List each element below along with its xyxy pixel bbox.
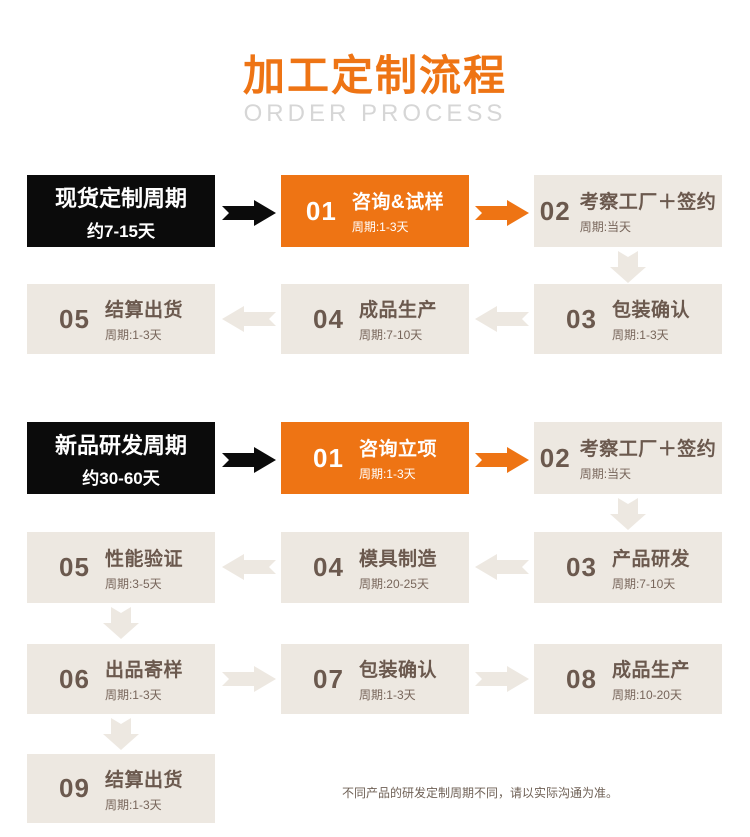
stock-step-01-box: 01 咨询&试样 周期:1-3天 [281, 175, 469, 247]
step-period: 周期:1-3天 [358, 467, 416, 481]
arrow-down-icon [610, 251, 646, 283]
step-number: 01 [313, 442, 344, 473]
page-subtitle: ORDER PROCESS [243, 100, 507, 127]
step-period: 周期:3-5天 [104, 576, 162, 591]
step-number: 07 [313, 663, 344, 694]
step-number: 04 [313, 303, 344, 334]
stock-step-02-box: 02 考察工厂＋签约 周期:当天 [534, 175, 722, 247]
rnd-step-05-box: 05 性能验证 周期:3-5天 [27, 532, 215, 603]
rnd-cycle-duration: 约30-60天 [82, 468, 160, 488]
arrow-down-icon [103, 718, 139, 750]
step-period: 周期:20-25天 [358, 576, 429, 591]
step-period: 周期:当天 [579, 467, 632, 481]
stock-cycle-title: 现货定制周期 [54, 185, 187, 211]
rnd-cycle-title: 新品研发周期 [54, 432, 187, 458]
stock-cycle-header-box: 现货定制周期 约7-15天 [27, 175, 215, 247]
step-number: 08 [566, 663, 597, 694]
step-title: 考察工厂＋签约 [579, 439, 717, 460]
rnd-step-07-box: 07 包装确认 周期:1-3天 [281, 644, 469, 714]
step-title: 成品生产 [611, 660, 690, 681]
stock-step-05-box: 05 结算出货 周期:1-3天 [27, 284, 215, 354]
step-number: 03 [566, 303, 597, 334]
step-title: 考察工厂＋签约 [579, 192, 717, 213]
page-title: 加工定制流程 [242, 52, 507, 99]
step-title: 咨询立项 [358, 439, 437, 460]
step-period: 周期:1-3天 [104, 328, 162, 342]
stock-step-03-box: 03 包装确认 周期:1-3天 [534, 284, 722, 354]
rnd-step-02-box: 02 考察工厂＋签约 周期:当天 [534, 422, 722, 494]
step-title: 咨询&试样 [351, 192, 445, 213]
arrow-right-icon [222, 666, 276, 692]
step-title: 结算出货 [104, 769, 183, 791]
step-period: 周期:10-20天 [611, 688, 682, 702]
step-period: 周期:1-3天 [104, 797, 162, 812]
arrow-right-icon [475, 200, 529, 226]
arrow-right-icon [475, 666, 529, 692]
step-period: 周期:1-3天 [611, 328, 669, 342]
step-number: 05 [59, 303, 90, 334]
rnd-step-04-box: 04 模具制造 周期:20-25天 [281, 532, 469, 603]
step-title: 包装确认 [611, 300, 690, 321]
step-title: 结算出货 [104, 300, 183, 321]
arrow-right-icon [475, 447, 529, 473]
step-period: 周期:1-3天 [351, 220, 409, 234]
arrow-left-icon [475, 554, 529, 580]
stock-step-04-box: 04 成品生产 周期:7-10天 [281, 284, 469, 354]
step-number: 04 [313, 552, 344, 582]
arrow-right-icon [222, 447, 276, 473]
step-title: 性能验证 [104, 548, 183, 570]
rnd-step-08-box: 08 成品生产 周期:10-20天 [534, 644, 722, 714]
rnd-step-09-box: 09 结算出货 周期:1-3天 [27, 754, 215, 823]
arrow-right-icon [222, 200, 276, 226]
step-title: 模具制造 [358, 548, 437, 570]
arrow-left-icon [222, 306, 276, 332]
arrow-down-icon [103, 607, 139, 639]
step-number: 06 [59, 663, 90, 694]
step-number: 02 [539, 195, 571, 226]
step-number: 01 [305, 195, 337, 226]
step-title: 产品研发 [611, 548, 690, 570]
step-title: 成品生产 [358, 300, 437, 321]
rnd-step-03-box: 03 产品研发 周期:7-10天 [534, 532, 722, 603]
stock-cycle-duration: 约7-15天 [86, 221, 156, 241]
footnote: 不同产品的研发定制周期不同，请以实际沟通为准。 [341, 786, 618, 800]
step-number: 05 [59, 552, 90, 582]
rnd-cycle-header-box: 新品研发周期 约30-60天 [27, 422, 215, 494]
arrow-left-icon [222, 554, 276, 580]
step-period: 周期:1-3天 [104, 688, 162, 702]
step-number: 09 [59, 773, 90, 803]
step-number: 03 [566, 552, 597, 582]
step-period: 周期:1-3天 [358, 688, 416, 702]
step-title: 包装确认 [358, 660, 437, 681]
step-period: 周期:当天 [579, 220, 632, 234]
arrow-down-icon [610, 498, 646, 530]
step-title: 出品寄样 [104, 660, 183, 681]
step-period: 周期:7-10天 [358, 328, 423, 342]
step-number: 02 [539, 442, 571, 473]
rnd-step-01-box: 01 咨询立项 周期:1-3天 [281, 422, 469, 494]
rnd-step-06-box: 06 出品寄样 周期:1-3天 [27, 644, 215, 714]
step-period: 周期:7-10天 [611, 576, 676, 591]
arrow-left-icon [475, 306, 529, 332]
